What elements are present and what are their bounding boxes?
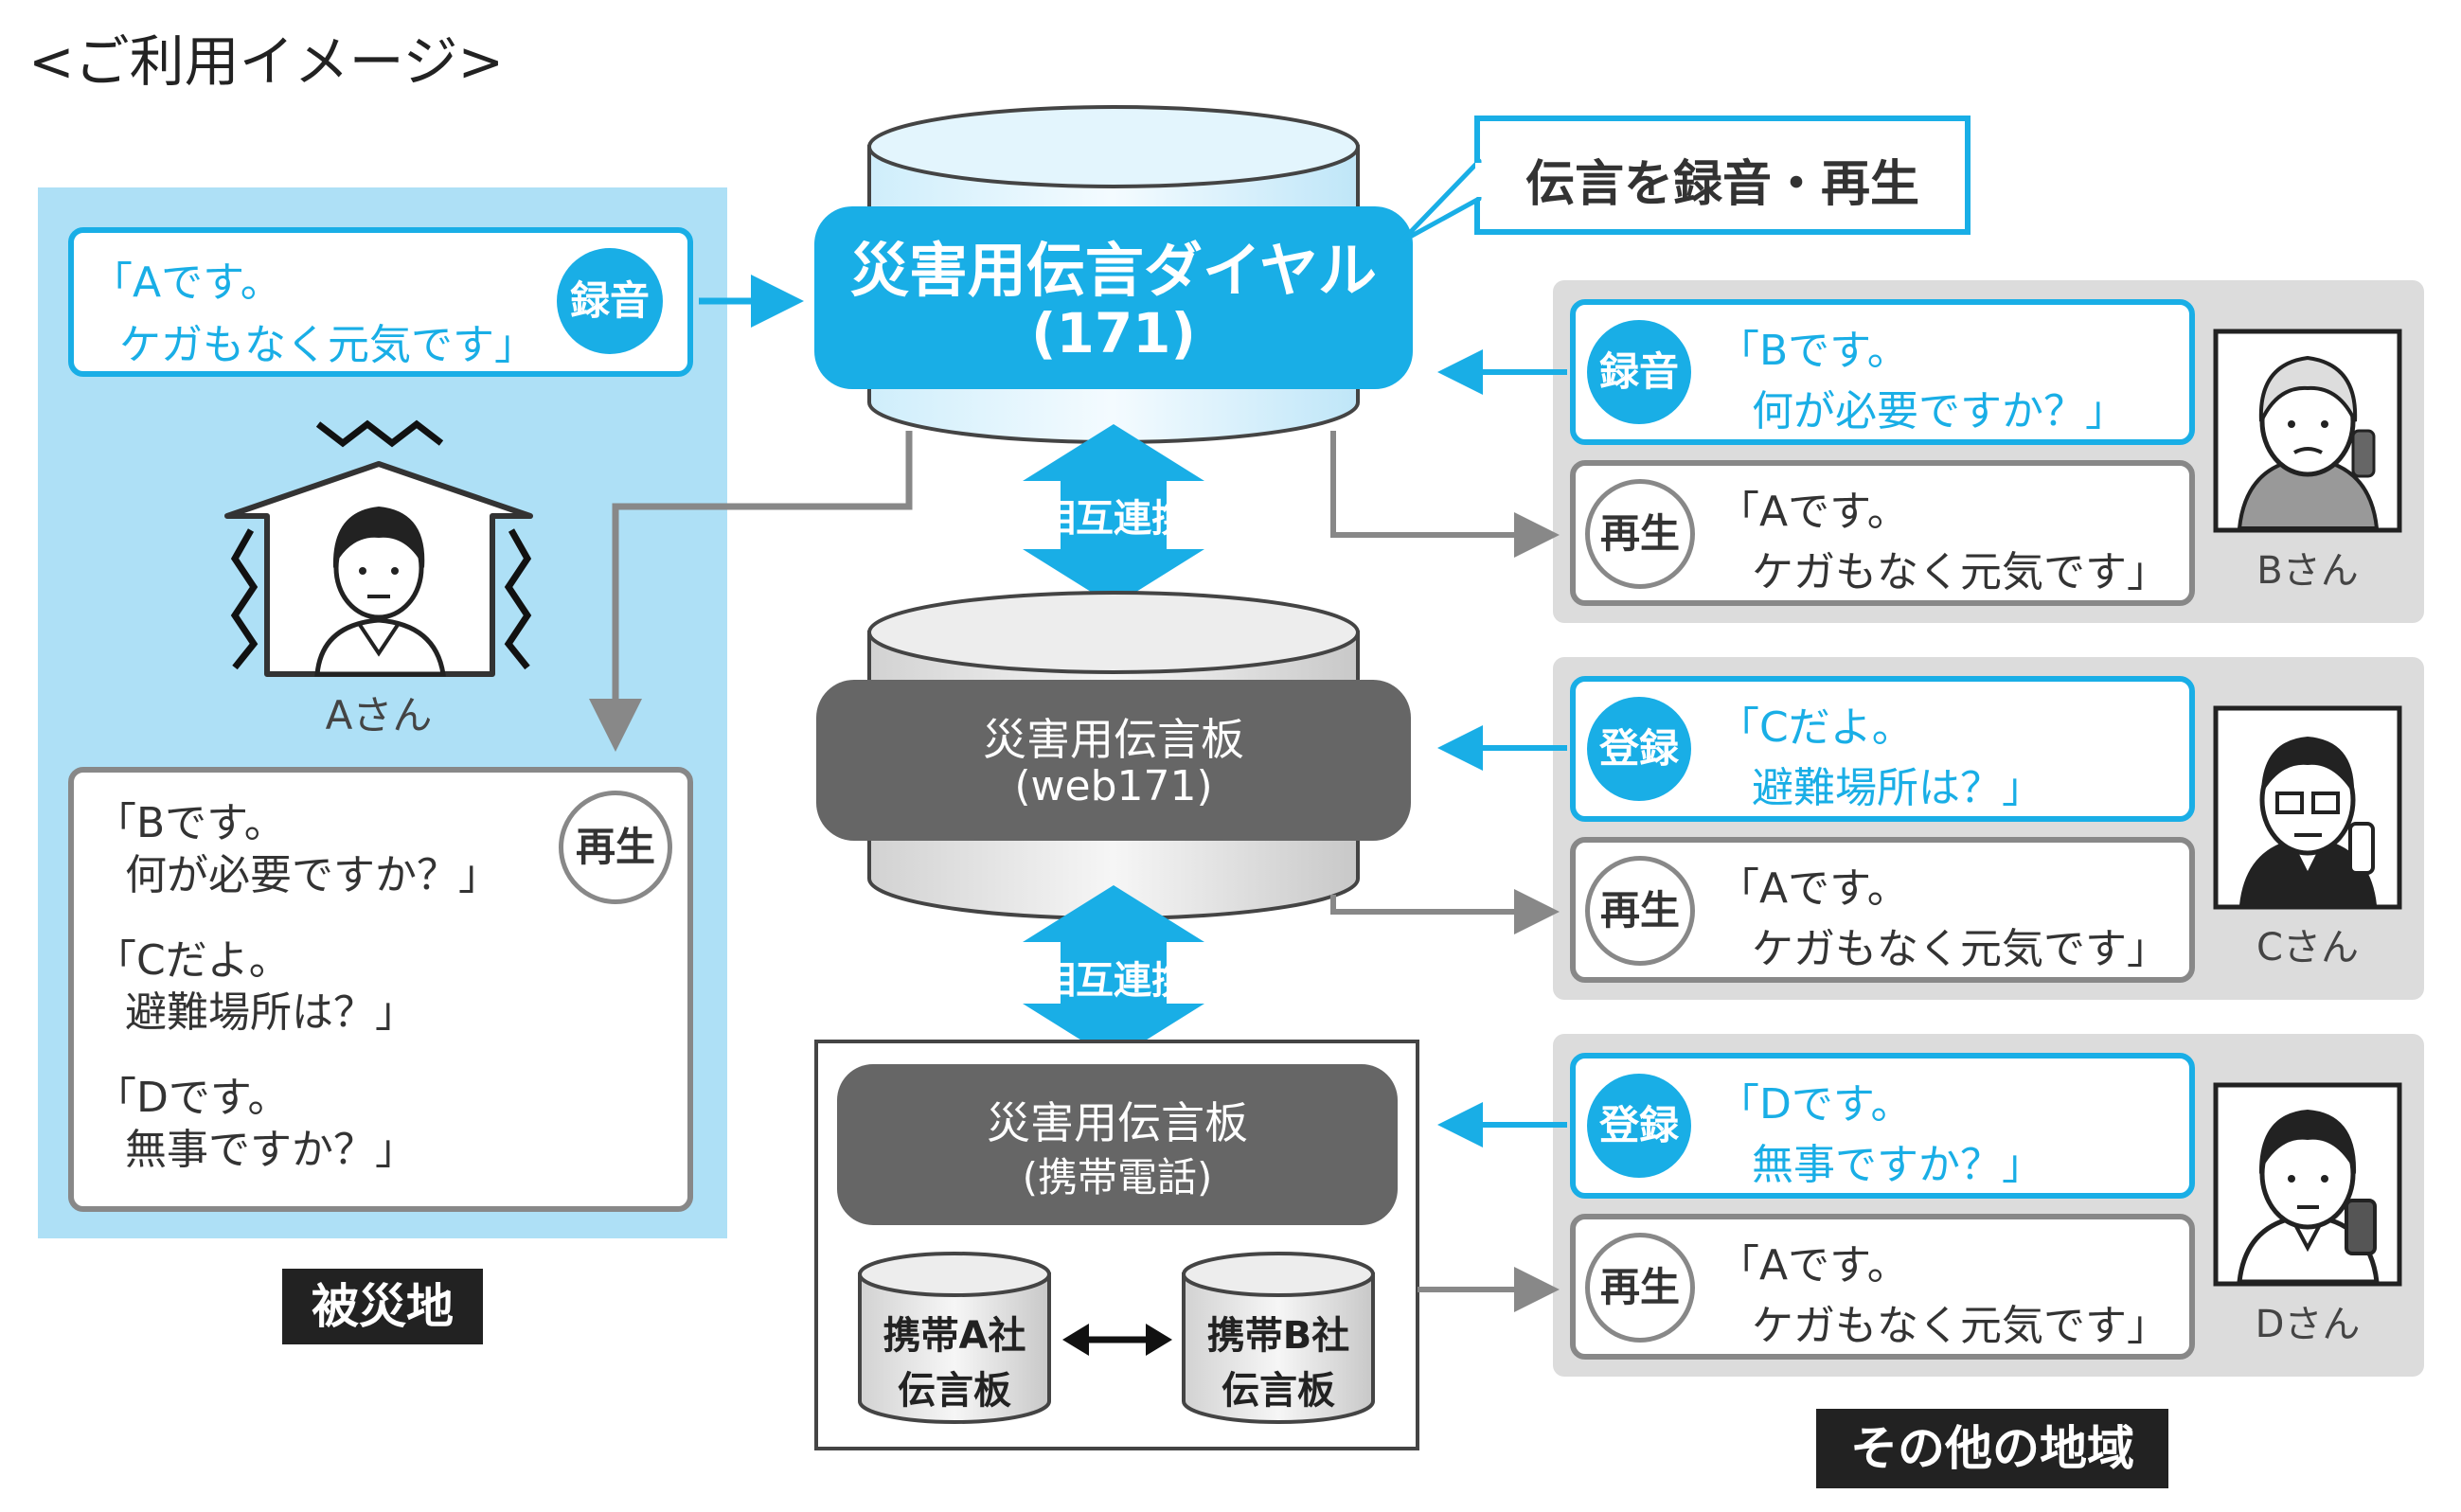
carrier-a-cylinder <box>858 1252 1051 1424</box>
disaster-area-label: 被災地 <box>282 1269 483 1344</box>
person-c-name: Cさん <box>2256 926 2359 969</box>
row-c-top-badge: 登録 <box>1587 697 1691 801</box>
carrier-b-line1: 携帯B社 <box>1206 1314 1350 1358</box>
person-a-name: Aさん <box>325 692 433 738</box>
carrier-b-line2: 伝言板 <box>1222 1369 1335 1413</box>
row-d-top-line2: 無事ですか？」 <box>1752 1141 2043 1189</box>
playback-msg-c-line2: 避難場所は？」 <box>125 988 417 1037</box>
playback-arrow-left <box>589 431 913 752</box>
record-bubble-line1: 「Aです。 <box>91 258 282 307</box>
row-b-bottom-badge: 再生 <box>1585 479 1695 589</box>
row-d-bottom-badge: 再生 <box>1585 1233 1695 1343</box>
carrier-link-arrow <box>1062 1324 1172 1356</box>
page-title: <ご利用イメージ> <box>28 29 505 94</box>
playback-msg-c-line1: 「Cだよ。 <box>95 936 291 985</box>
row-c-bottom-line1: 「Aです。 <box>1718 864 1909 913</box>
row-c-top-line1: 「Cだよ。 <box>1718 703 1914 752</box>
row-b-bottom-line1: 「Aです。 <box>1718 488 1909 536</box>
playback-badge-a: 再生 <box>559 791 672 904</box>
person-b-name: Bさん <box>2256 549 2359 593</box>
playback-msg-b-line2: 何が必要ですか？」 <box>125 851 500 899</box>
mobile-title: 災害用伝言板 <box>987 1097 1248 1148</box>
person-d-name: Dさん <box>2255 1303 2361 1346</box>
house-shaking-icon <box>224 419 533 677</box>
row-b-top-line1: 「Bです。 <box>1718 327 1909 375</box>
row-c-top-line2: 避難場所は？」 <box>1752 764 2043 812</box>
link-arrow-1 <box>1023 424 1204 606</box>
record-play-callout: 伝言を録音・再生 <box>1525 156 1919 213</box>
web-title: 災害用伝言板 <box>983 714 1244 765</box>
dial-number: (171) <box>1030 301 1197 365</box>
person-c-portrait <box>2213 705 2402 910</box>
dial-box <box>814 206 1413 389</box>
dial-title: 災害用伝言ダイヤル <box>849 236 1378 305</box>
row-d-top-line1: 「Dです。 <box>1718 1080 1913 1129</box>
carrier-b-cylinder <box>1182 1252 1375 1424</box>
row-c-bottom-line2: ケガもなく元気です」 <box>1752 925 2168 973</box>
row-b-top-line2: 何が必要ですか？」 <box>1752 387 2127 436</box>
carrier-a-line2: 伝言板 <box>898 1369 1011 1413</box>
carrier-a-line1: 携帯A社 <box>883 1314 1026 1358</box>
record-bubble-line2: ケガもなく元気です」 <box>119 321 536 369</box>
other-area-label: その他の地域 <box>1816 1409 2168 1488</box>
row-c-bottom-badge: 再生 <box>1585 856 1695 966</box>
web-sub: (web171) <box>1014 762 1213 810</box>
link-arrow-2 <box>1023 885 1204 1060</box>
record-badge-a: 録音 <box>557 248 663 354</box>
playback-msg-b-line1: 「Bです。 <box>95 799 286 847</box>
playback-msg-d-line2: 無事ですか？」 <box>125 1126 417 1174</box>
link-label-1: 相互連携 <box>1038 497 1189 541</box>
row-d-bottom-line2: ケガもなく元気です」 <box>1752 1302 2168 1350</box>
row-d-bottom-line1: 「Aです。 <box>1718 1241 1909 1290</box>
web-box <box>816 680 1411 841</box>
row-d-top-badge: 登録 <box>1587 1074 1691 1178</box>
row-b-bottom-line2: ケガもなく元気です」 <box>1752 548 2168 596</box>
person-d-portrait <box>2213 1082 2402 1287</box>
mobile-sub: (携帯電話) <box>1022 1154 1213 1201</box>
link-label-2: 相互連携 <box>1038 959 1189 1003</box>
mobile-box <box>837 1064 1398 1225</box>
person-b-portrait <box>2213 329 2402 533</box>
row-b-top-badge: 録音 <box>1587 320 1691 424</box>
playback-msg-d-line1: 「Dです。 <box>95 1074 290 1122</box>
